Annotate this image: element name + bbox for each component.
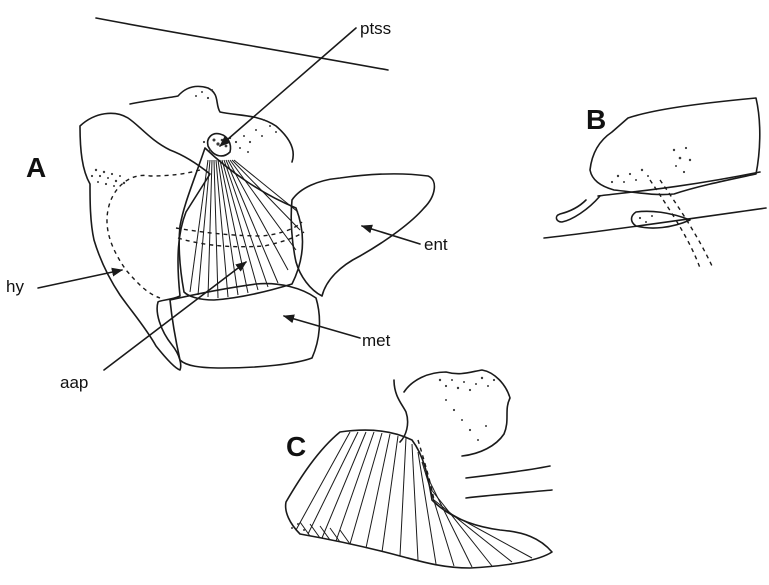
skull-roof-line (96, 18, 388, 70)
panel-b-hook (556, 196, 600, 222)
label-met: met (362, 331, 391, 350)
leader-lines (38, 28, 420, 370)
label-hy: hy (6, 277, 24, 296)
muscle-dashed-line-1 (176, 222, 302, 236)
label-aap: aap (60, 373, 88, 392)
panel-c-drawing (286, 370, 552, 568)
panel-label-c: C (286, 431, 306, 462)
hyomandibula-stipple (91, 169, 125, 187)
panel-c-stipple (291, 377, 495, 531)
panel-b-drawing (544, 98, 766, 268)
hyomandibula-dotted-contour (107, 170, 200, 298)
panel-label-b: B (586, 104, 606, 135)
panel-c-muscle-fibers (296, 432, 532, 567)
panel-b-upper-bone (590, 98, 760, 195)
aap-leader (104, 262, 246, 370)
adductor-muscle-outline (179, 148, 302, 300)
hy-leader (38, 270, 122, 288)
label-ptss: ptss (360, 19, 391, 38)
panel-b-dashed-2 (660, 180, 712, 266)
panel-c-upper-bone (404, 370, 510, 456)
label-ent: ent (424, 235, 448, 254)
panel-label-a: A (26, 152, 46, 183)
panel-a-drawing (80, 18, 434, 370)
ptss-leader (220, 28, 356, 146)
panel-c-base-hatch (300, 522, 350, 544)
met-leader (284, 316, 360, 338)
panel-c-rod (466, 466, 552, 498)
entopterygoid-outline (291, 174, 434, 296)
ent-leader (362, 226, 420, 244)
hyomandibula-outline (80, 113, 210, 370)
